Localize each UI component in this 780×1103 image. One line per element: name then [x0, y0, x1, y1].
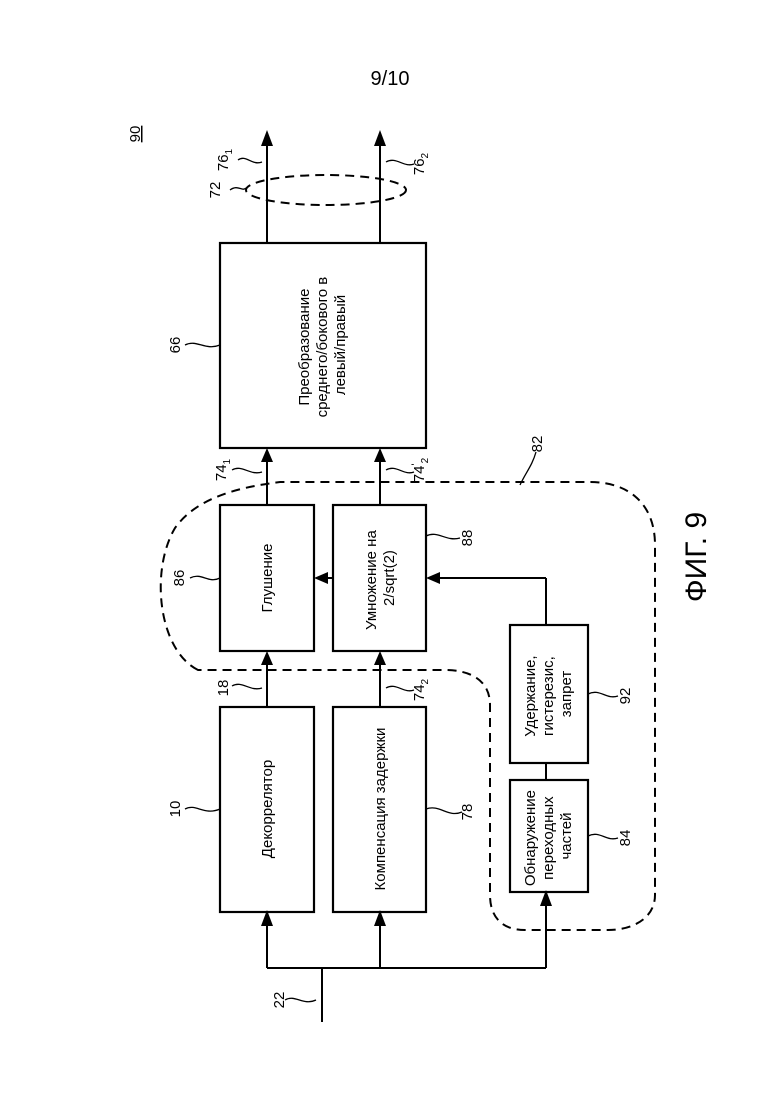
ref-dashed-group: 82: [529, 436, 546, 453]
ref-muting: 86: [171, 570, 188, 587]
ref-decorrelator-out: 18: [215, 680, 232, 697]
ref-output-right: 762: [411, 152, 431, 175]
ref-hold: 92: [617, 688, 634, 705]
decorrelator-label: Декоррелятор: [259, 760, 276, 858]
ref-decorrelator: 10: [167, 801, 184, 818]
ref-output-pair: 72: [207, 182, 224, 199]
ref-device: 90: [127, 126, 144, 143]
ref-transient-detection: 84: [617, 830, 634, 847]
output-pair-ellipse: [246, 175, 406, 205]
ref-ms-to-lr: 66: [167, 337, 184, 354]
muting-label: Глушение: [259, 544, 276, 613]
ref-delay-out: 742: [411, 678, 431, 701]
delay-compensation-label: Компенсация задержки: [372, 728, 389, 891]
ref-multiply: 88: [459, 530, 476, 547]
figure-label: ФИГ. 9: [680, 512, 713, 602]
ref-mid-signal: 741: [213, 458, 233, 481]
ref-input: 22: [271, 992, 288, 1009]
ref-output-left: 761: [215, 148, 235, 171]
ref-delay-compensation: 78: [459, 804, 476, 821]
ref-side-signal: 74'2: [410, 457, 431, 482]
